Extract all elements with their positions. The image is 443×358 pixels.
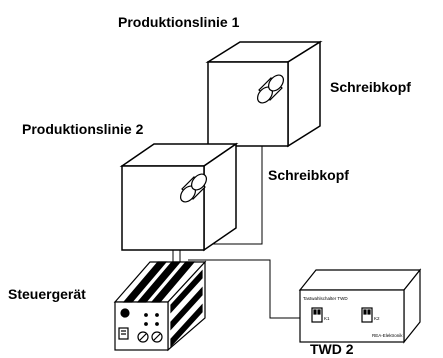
twd-switch-k1-label: K1	[324, 316, 330, 321]
twd-brand: REA-Elektronik	[372, 333, 403, 338]
label-steuergeraet: Steuergerät	[8, 286, 86, 302]
schreibkopf-2-icon	[180, 173, 207, 203]
twd-switch-k2-label: K2	[374, 316, 380, 321]
twd-title: Tastwahlschalter TWD	[303, 296, 348, 301]
schreibkopf-1-icon	[257, 74, 284, 104]
cube-production-line-2	[119, 142, 239, 252]
label-schreibkopf-1: Schreibkopf	[330, 79, 411, 95]
label-twd-2: TWD 2	[310, 341, 354, 357]
steuergeraet-device	[113, 260, 207, 352]
label-production-line-1: Produktionslinie 1	[118, 14, 240, 30]
label-schreibkopf-2: Schreibkopf	[268, 167, 349, 183]
cube-production-line-1	[205, 40, 323, 148]
label-production-line-2: Produktionslinie 2	[22, 121, 144, 137]
twd-2-device	[298, 268, 422, 344]
